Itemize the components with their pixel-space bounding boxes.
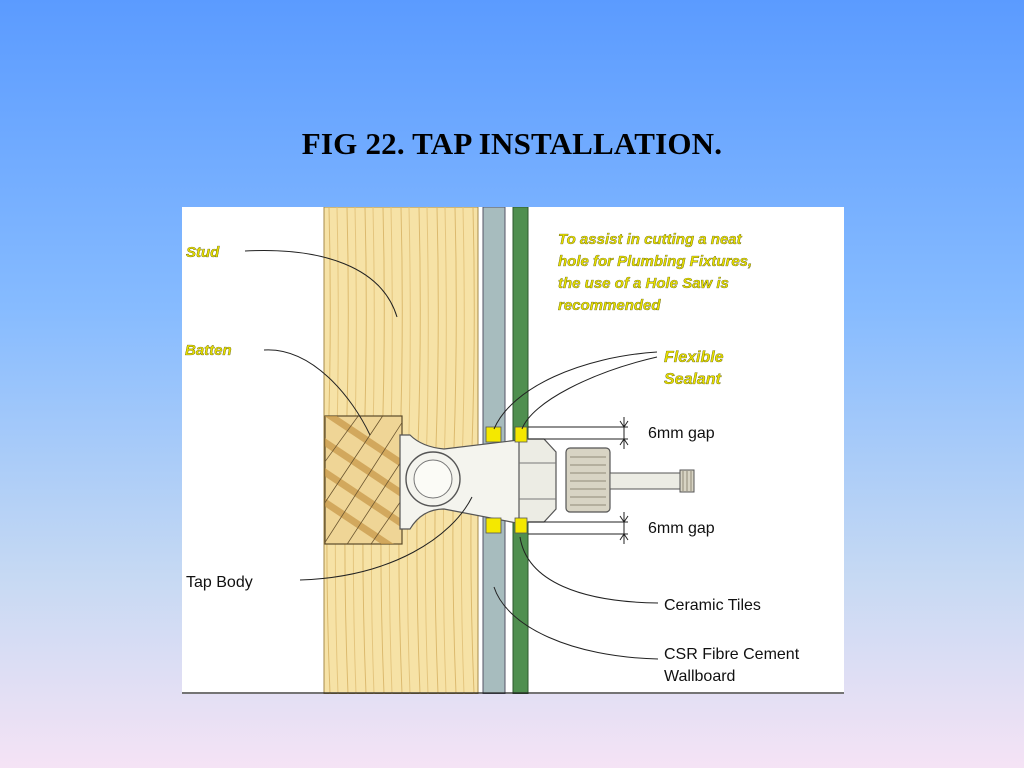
batten-label: Batten [185,342,232,359]
wallboard-label-line-2: Wallboard [664,668,735,685]
ceramic-tiles-leader [519,536,659,604]
flexible-label-line-2: Sealant [664,371,722,388]
flexible-leader-1 [493,351,658,430]
gap-top-label: 6mm gap [648,425,715,442]
wallboard-label: CSR Fibre Cement Wallboard [664,646,800,685]
tap-body-leader [299,496,473,581]
tap-body [399,434,557,530]
tap-spindle [565,447,695,513]
note-line-4: recommended [558,297,661,314]
gap-dimension-bottom [528,512,629,544]
flexible-label-line-1: Flexible [664,349,724,366]
stud-label: Stud [186,244,220,261]
wallboard-label-line-1: CSR Fibre Cement [664,646,800,663]
gap-dimension-top [528,417,629,449]
flexible-sealant-label: Flexible Sealant [664,349,724,388]
wallboard-leader [493,586,659,660]
note-line-1: To assist in cutting a neat [558,231,743,248]
tap-body-label: Tap Body [186,574,253,591]
note-line-3: the use of a Hole Saw is [558,275,729,292]
ceramic-tiles-label: Ceramic Tiles [664,597,761,614]
tap-installation-diagram: Stud Batten Tap Body To assist in cuttin… [182,207,844,694]
tap-installation-figure: Stud Batten Tap Body To assist in cuttin… [182,207,844,694]
flexible-leader-2 [521,356,658,430]
note-line-2: hole for Plumbing Fixtures, [558,253,752,270]
gap-bottom-label: 6mm gap [648,520,715,537]
stud-leader [244,250,398,318]
flexible-sealant [485,426,528,534]
leader-lines [244,250,659,660]
hole-saw-note: To assist in cutting a neat hole for Plu… [558,231,753,314]
slide-title: FIG 22. TAP INSTALLATION. [301,126,723,161]
batten [324,415,403,545]
batten-leader [263,349,371,436]
